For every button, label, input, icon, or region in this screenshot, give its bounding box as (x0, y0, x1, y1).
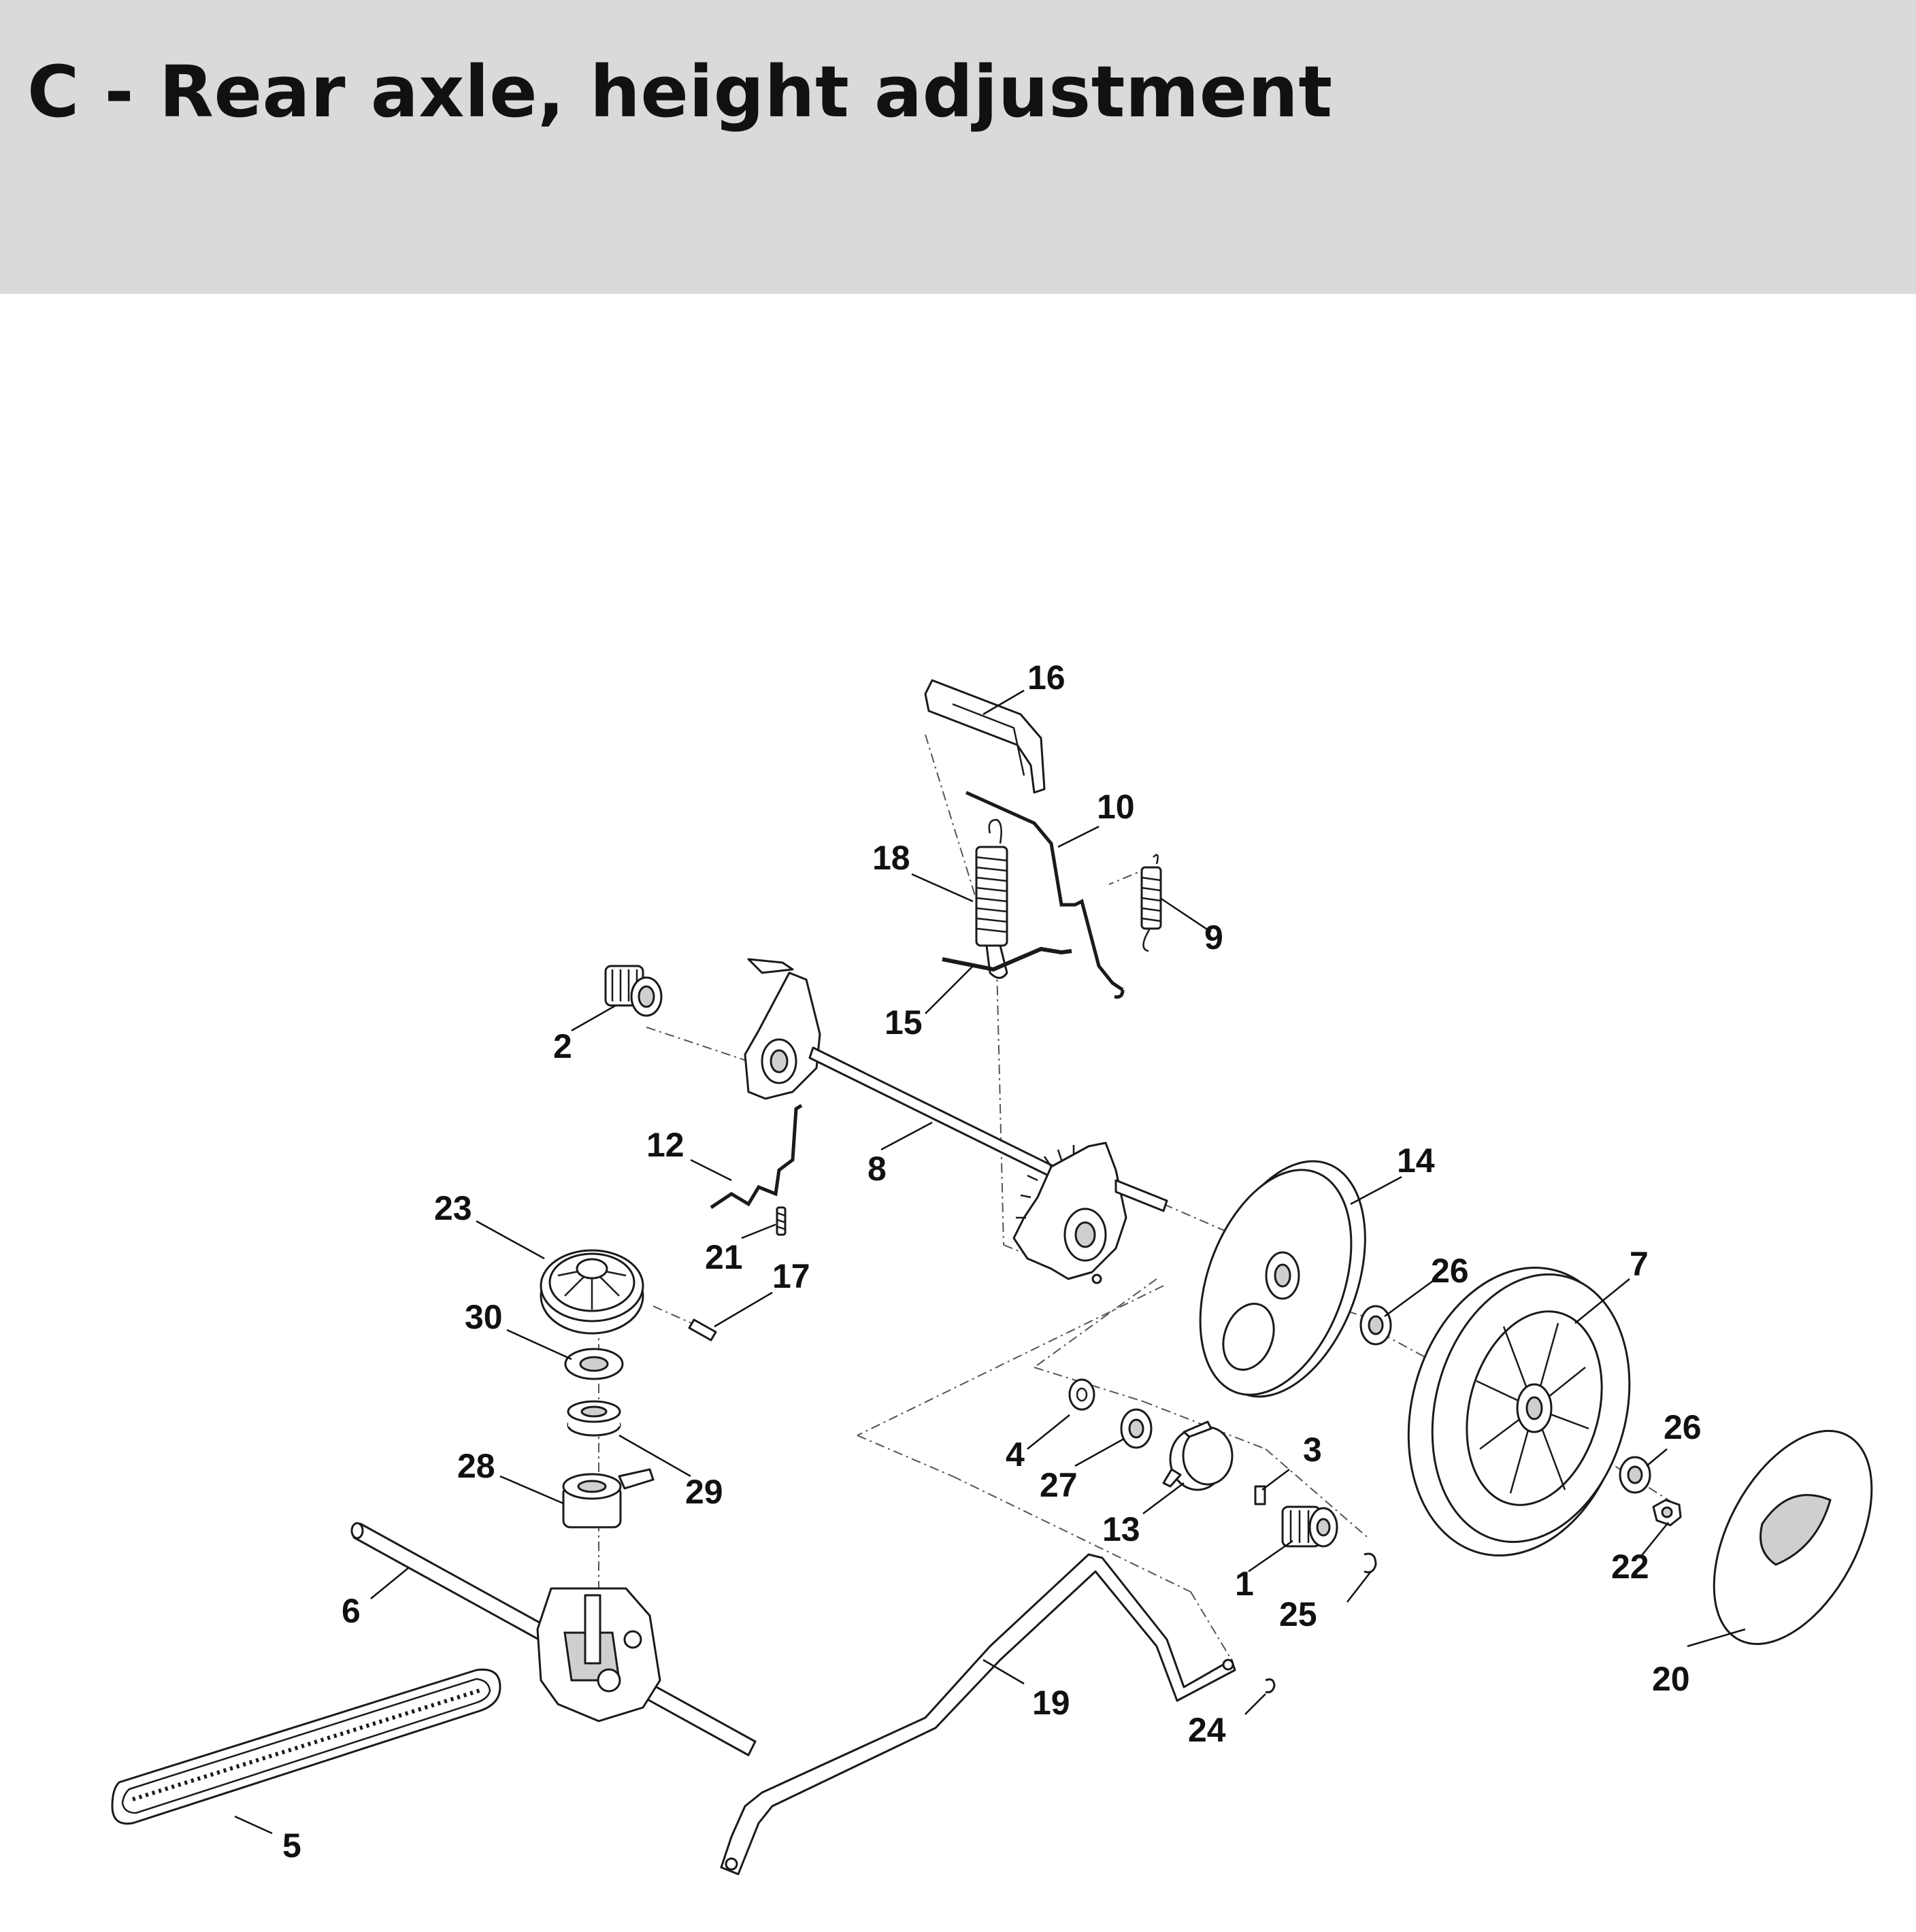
leader-lines (234, 689, 1746, 1835)
callout-17: 17 (772, 1257, 810, 1295)
callout-18: 18 (872, 839, 910, 877)
callout-19: 19 (1032, 1684, 1070, 1722)
part-23-pulley (540, 1249, 644, 1335)
callout-30: 30 (465, 1298, 503, 1336)
part-21-screw (776, 1206, 787, 1236)
callout-21: 21 (705, 1238, 743, 1276)
part-14-wheel-disc (1199, 1160, 1366, 1398)
part-28-bushing (562, 1468, 655, 1529)
part-16-lever-handle (924, 679, 1046, 794)
callout-26-inner: 26 (1431, 1252, 1469, 1290)
part-26-bearing-inner (1359, 1305, 1392, 1346)
part-3-key (1254, 1485, 1266, 1505)
callout-29: 29 (685, 1473, 723, 1511)
part-19-height-lever (720, 1553, 1236, 1876)
callout-5: 5 (282, 1827, 301, 1865)
callout-3: 3 (1303, 1431, 1322, 1469)
part-7-rear-wheel (1407, 1266, 1631, 1557)
gearbox (536, 1587, 661, 1722)
part-27-bearing (1120, 1408, 1153, 1449)
part-26-bearing-outer (1619, 1456, 1651, 1494)
part-18-tension-spring (975, 818, 1008, 979)
callout-8: 8 (868, 1150, 887, 1188)
callout-7: 7 (1630, 1245, 1649, 1283)
callout-28: 28 (457, 1447, 495, 1485)
part-30-washer (564, 1348, 624, 1380)
title-banner: C - Rear axle, height adjustment (0, 0, 1916, 294)
part-22-nut (1652, 1499, 1682, 1527)
part-20-hub-cap (1713, 1429, 1873, 1646)
part-10-wire-lever (965, 790, 1125, 999)
callout-4: 4 (1006, 1435, 1025, 1473)
part-29-bearing (567, 1400, 621, 1437)
callout-25: 25 (1279, 1595, 1317, 1633)
callout-23: 23 (434, 1189, 472, 1227)
callout-13: 13 (1102, 1510, 1140, 1548)
part-17-pin (688, 1318, 717, 1342)
callout-9: 9 (1204, 918, 1223, 956)
callout-1: 1 (1235, 1565, 1254, 1603)
callout-16: 16 (1027, 659, 1066, 697)
part-4-washer (1068, 1378, 1095, 1411)
callout-15: 15 (885, 1003, 923, 1042)
callout-6: 6 (342, 1592, 361, 1630)
callout-12: 12 (646, 1126, 684, 1164)
callout-24: 24 (1188, 1711, 1226, 1749)
part-5-drive-belt (111, 1668, 501, 1825)
part-12-wire-clip (710, 1103, 803, 1210)
part-15-wire-link (942, 946, 1072, 972)
callout-labels: 16 10 18 9 15 2 12 8 14 23 21 17 26 7 30… (282, 659, 1702, 1865)
callout-20: 20 (1652, 1660, 1690, 1698)
page-title: C - Rear axle, height adjustment (27, 50, 1333, 133)
callout-26-outer: 26 (1664, 1408, 1702, 1446)
callout-10: 10 (1097, 788, 1135, 826)
callout-27: 27 (1040, 1466, 1078, 1504)
part-9-small-spring (1140, 854, 1162, 952)
callout-2: 2 (553, 1027, 572, 1065)
part-2-pinion (604, 965, 663, 1017)
part-8-rear-axle (744, 958, 1168, 1284)
part-1-pinion (1281, 1505, 1338, 1548)
callout-22: 22 (1611, 1548, 1649, 1586)
part-24-clip (1265, 1678, 1276, 1694)
callout-14: 14 (1397, 1142, 1435, 1180)
part-13-clutch (1162, 1420, 1234, 1491)
part-25-circlip (1364, 1552, 1377, 1573)
